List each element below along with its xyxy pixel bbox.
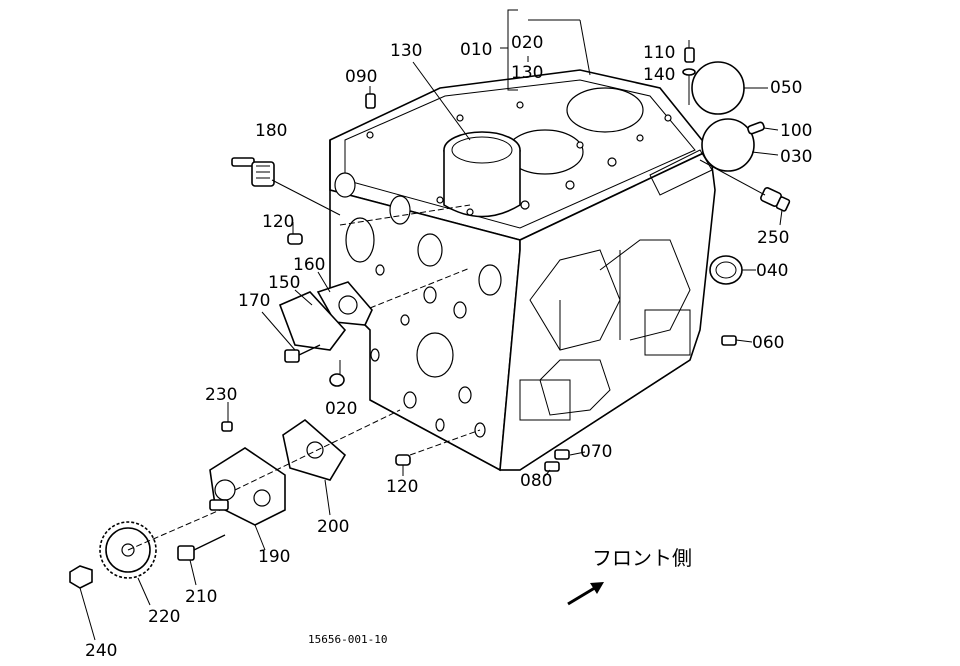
label-160: 160 [293, 255, 325, 275]
bolt-170 [284, 344, 321, 363]
label-140: 140 [643, 65, 675, 85]
cap-110 [684, 47, 695, 63]
label-070: 070 [580, 442, 612, 462]
label-060: 060 [752, 333, 784, 353]
nozzle-180 [231, 157, 275, 187]
cylinder-block [329, 69, 716, 472]
oil-seal-040 [709, 255, 743, 285]
dowel-230 [221, 421, 233, 432]
label-130: 130 [390, 41, 422, 61]
plug-080 [544, 461, 560, 472]
dowel-120-upper [287, 233, 303, 245]
label-080: 080 [520, 471, 552, 491]
left-face-holes [334, 172, 502, 438]
label-020-upper: 020 [511, 33, 543, 53]
front-side-label: フロント側 [592, 546, 692, 570]
label-110: 110 [643, 43, 675, 63]
front-arrow-icon [567, 582, 604, 606]
plug-050 [691, 61, 745, 115]
label-050: 050 [770, 78, 802, 98]
label-230: 230 [205, 385, 237, 405]
dowel-090 [365, 93, 376, 109]
label-240: 240 [85, 641, 117, 661]
label-250: 250 [757, 228, 789, 248]
nut-240 [69, 565, 93, 589]
crankcase-webs [519, 239, 691, 421]
label-120-upper: 120 [262, 212, 294, 232]
label-180: 180 [255, 121, 287, 141]
label-120-lower: 120 [386, 477, 418, 497]
label-090: 090 [345, 67, 377, 87]
drawing-code: 15656-001-10 [308, 633, 387, 646]
cover-150 [278, 291, 347, 351]
bracket-010 [500, 9, 529, 91]
label-150: 150 [268, 273, 300, 293]
label-210: 210 [185, 587, 217, 607]
label-170: 170 [238, 291, 270, 311]
label-130-bracket: 130 [511, 63, 543, 83]
washer-140 [682, 68, 696, 76]
cylinder-liner [443, 131, 521, 218]
leader-lines [79, 19, 783, 641]
label-190: 190 [258, 547, 290, 567]
label-040: 040 [756, 261, 788, 281]
label-100: 100 [780, 121, 812, 141]
oil-pump-190 [209, 447, 286, 526]
bolt-210 [177, 534, 226, 561]
gasket-200 [282, 418, 347, 481]
oil-switch-250 [760, 187, 791, 212]
part-labels: 010 020 130 130 090 110 140 050 100 030 … [85, 33, 812, 661]
plug-030 [701, 118, 755, 172]
plug-070 [554, 449, 570, 460]
deck-holes [366, 101, 672, 216]
label-200: 200 [317, 517, 349, 537]
dowel-120-lower [395, 454, 411, 466]
dowel-020 [329, 373, 345, 387]
pin-100 [747, 121, 765, 135]
label-010: 010 [460, 40, 492, 60]
label-220: 220 [148, 607, 180, 627]
plug-060 [721, 335, 737, 346]
label-030: 030 [780, 147, 812, 167]
label-020-lower: 020 [325, 399, 357, 419]
